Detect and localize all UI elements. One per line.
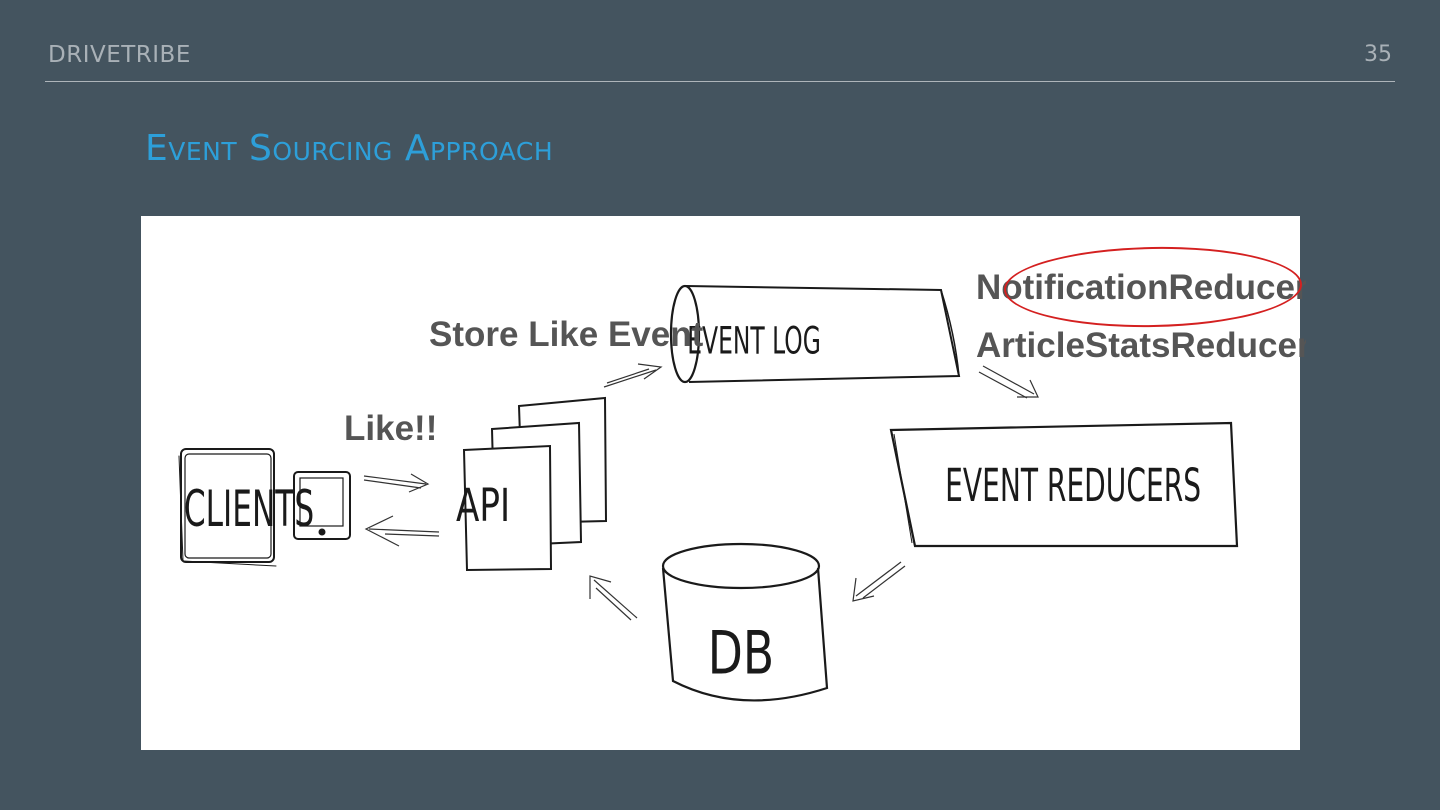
db-label: DB — [708, 618, 774, 688]
event-reducers-node: EVENT REDUCERS — [891, 423, 1237, 546]
page-number: 35 — [1364, 42, 1392, 67]
reducer-item-article-stats: ArticleStatsReducer — [976, 326, 1306, 384]
event-log-label: EVENT LOG — [687, 320, 821, 363]
arrow-clients-to-api — [364, 474, 428, 492]
store-like-event-annotation: Store Like Event — [429, 315, 703, 355]
api-label: API — [456, 479, 510, 532]
arrow-db-to-api — [590, 576, 637, 620]
event-log-node: EVENT LOG — [671, 286, 959, 382]
brand-label: DRIVETRIBE — [48, 42, 191, 68]
slide-title: Event Sourcing Approach — [145, 128, 553, 169]
api-node: API — [456, 398, 606, 570]
arrow-reducers-to-db — [853, 562, 905, 601]
event-reducers-label: EVENT REDUCERS — [945, 459, 1201, 512]
clients-node: CLIENTS — [179, 449, 350, 566]
header-divider — [45, 81, 1395, 82]
db-node: DB — [663, 544, 827, 700]
arrow-api-to-clients — [366, 516, 439, 546]
like-annotation: Like!! — [344, 409, 437, 449]
arrow-api-to-eventlog — [604, 364, 661, 387]
